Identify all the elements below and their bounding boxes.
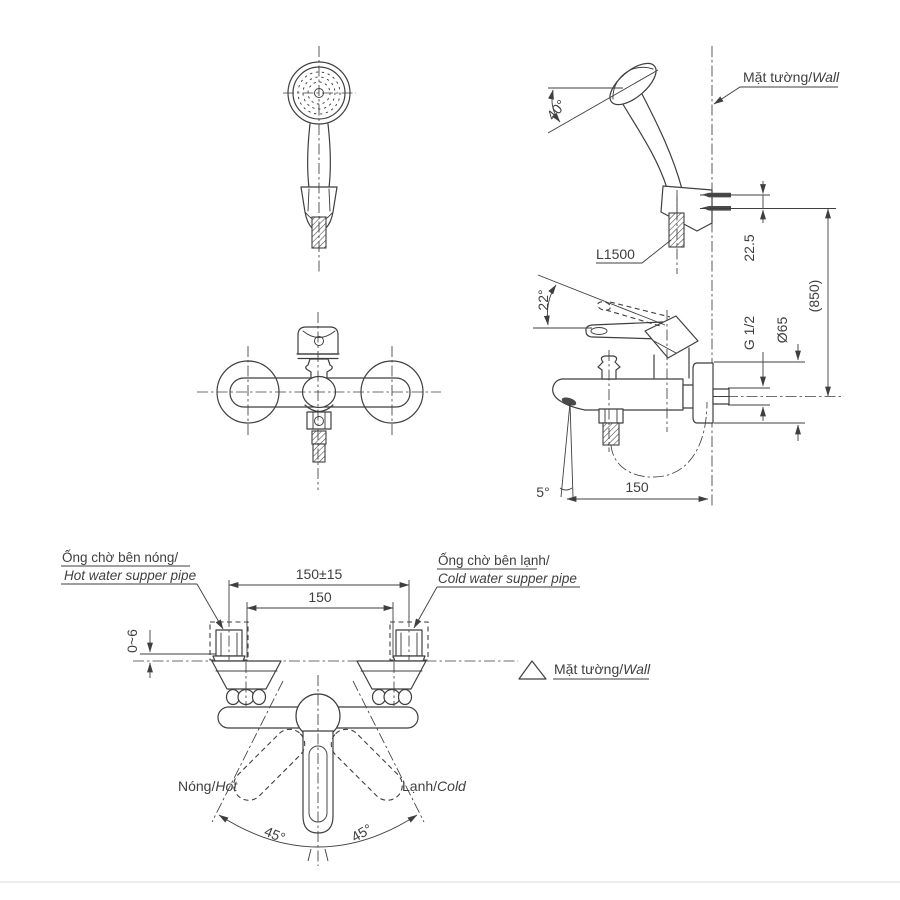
hot-pipe-label-en: Hot water supper pipe: [64, 568, 196, 583]
protrusion-dimension: 0~6: [124, 629, 216, 678]
shower-angle-dimension: 40°: [543, 69, 659, 134]
hand-shower-side-view: 40° L1500: [543, 62, 740, 274]
hand-shower-front-view: [283, 46, 356, 274]
shower-angle-label: 40°: [543, 97, 569, 124]
hot-union: [211, 660, 282, 706]
thread-size-label: G 1/2: [741, 316, 757, 350]
escutcheon-dia-label: Ø65: [774, 317, 790, 344]
wall-escutcheon-side: [692, 362, 714, 424]
wall-label-bottom: Mặt tường/Wall: [554, 661, 651, 677]
inlet-spacing-label: 150: [308, 589, 332, 605]
shower-hose-side: [668, 212, 685, 248]
handle-swung-left: [233, 728, 306, 801]
swing-left-label: 45°: [262, 823, 288, 846]
wall-label-top: Mặt tường/Wall: [743, 69, 840, 85]
cold-pipe-label-vi: Ống chờ bên lạnh/: [438, 553, 550, 568]
install-height-label: (850): [806, 280, 822, 313]
hot-pipe-label-vi: Ống chờ bên nóng/: [62, 550, 178, 565]
supply-spacing-dimension: 150±15: [228, 566, 410, 618]
inlet-spacing-dimension: 150: [246, 589, 394, 658]
supply-spacing-tol-label: 150±15: [296, 566, 343, 582]
spout-reach-dimension: 150: [566, 479, 709, 502]
spout-reach-label: 150: [625, 479, 649, 495]
spout-angle-label: 5°: [536, 484, 549, 500]
valve-cap-side: [644, 315, 699, 359]
hot-pipe-callout: Ống chờ bên nóng/ Hot water supper pipe: [61, 550, 224, 630]
protrusion-label: 0~6: [124, 629, 140, 653]
mixer-front-view: [197, 312, 441, 490]
hose-hanging-curve: [610, 401, 708, 478]
lever-angle-label: 22°: [535, 289, 551, 310]
mixer-side-view: 22° 5° 150: [533, 274, 730, 502]
right-dimensions: 22.5 (850) G 1/2 Ø65: [688, 181, 842, 441]
wall-line-side: Mặt tường/Wall: [711, 46, 840, 507]
holder-screw-spacing-label: 22.5: [741, 234, 757, 261]
hose-length-callout: L1500: [596, 239, 672, 264]
spout-outlet: [561, 397, 577, 406]
cold-union: [356, 660, 427, 706]
wall-marker-triangle: [518, 660, 547, 680]
cold-label: Lạnh/Cold: [402, 778, 467, 794]
installation-view: Mặt tường/Wall 0~6: [61, 550, 651, 866]
lever-angle-dimension: 22°: [533, 274, 666, 329]
hose-nut-front: [306, 411, 332, 430]
shower-holder-bracket: [660, 185, 713, 232]
cold-pipe-callout: Ống chờ bên lạnh/ Cold water supper pipe: [413, 553, 580, 629]
hot-label: Nóng/Hot: [178, 778, 238, 794]
lever-handle-side: [585, 321, 664, 340]
handle-swung-right: [330, 728, 403, 801]
hose-length-label: L1500: [596, 246, 635, 262]
spout-angle-dimension: 5°: [536, 402, 574, 500]
diverter-knob-side: [597, 355, 621, 380]
swing-right-label: 45°: [348, 820, 374, 844]
cold-pipe-label-en: Cold water supper pipe: [438, 571, 577, 586]
mixer-body-side: [552, 378, 684, 411]
